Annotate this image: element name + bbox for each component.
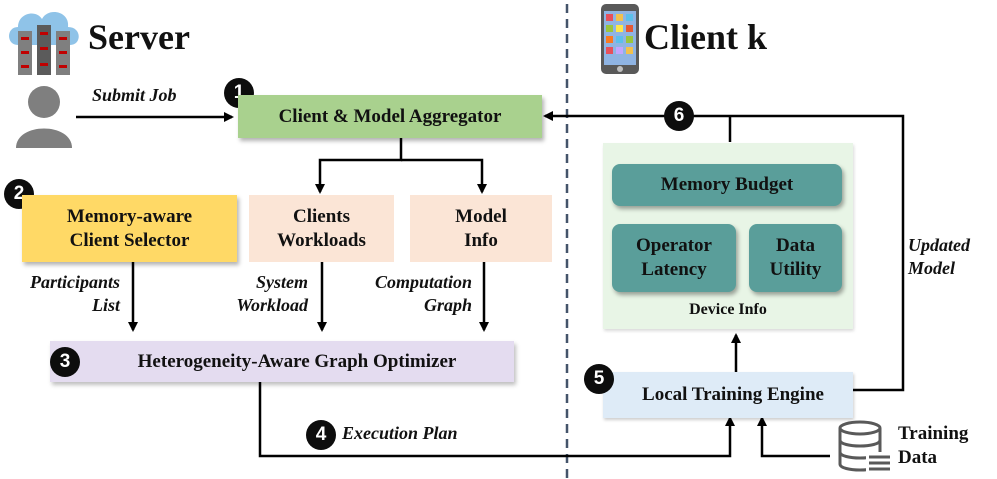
optimizer-label: Heterogeneity-Aware Graph Optimizer [137,350,457,372]
client-model-aggregator: Client & Model Aggregator [238,95,542,138]
memory-aware-client-selector: Memory-aware Client Selector [22,195,237,262]
participants-line-1: Participants [29,272,120,292]
aggregator-label: Client & Model Aggregator [278,105,502,127]
training-data-label: Training Data [898,420,994,472]
device-info-label: Device Info [689,301,767,318]
system-workload-label: System Workload [208,271,308,316]
cloud-server-icon [4,3,84,79]
training-engine-label: Local Training Engine [642,384,824,406]
submit-job-label: Submit Job [92,85,177,105]
clients-workloads: Clients Workloads [249,195,394,262]
data-utility-box: Data Utility [749,224,842,292]
system-workload-line-1: System [256,272,308,292]
data-utility-line-2: Utility [769,259,822,280]
step-4-badge: 4 [306,420,336,450]
client-title: Client k [644,17,768,57]
local-training-engine: Local Training Engine [603,372,853,418]
training-data-line-1: Training [898,423,969,445]
updated-model-line-1: Updated [908,235,970,255]
selector-line-1: Memory-aware [66,205,193,227]
user-icon [14,82,74,148]
computation-graph-line-2: Graph [423,294,472,315]
model-info-line-1: Model [455,205,507,227]
data-utility-line-1: Data [775,235,816,257]
step-3-badge: 3 [50,347,80,377]
operator-latency-line-1: Operator [636,235,712,257]
step-6-badge: 6 [664,101,694,131]
participants-list-label: Participants List [6,271,120,316]
training-data-line-2: Data [898,447,938,468]
operator-latency-line-2: Latency [641,259,707,280]
workloads-line-1: Clients [293,205,350,227]
memory-budget-box: Memory Budget [612,164,842,206]
graph-optimizer: Heterogeneity-Aware Graph Optimizer [50,341,514,382]
selector-line-2: Client Selector [69,229,190,251]
server-title: Server [88,17,190,57]
computation-graph-line-1: Computation [374,272,472,292]
operator-latency-box: Operator Latency [612,224,736,292]
participants-line-2: List [91,294,120,315]
computation-graph-label: Computation Graph [340,271,472,316]
model-info: Model Info [410,195,552,262]
memory-budget-label: Memory Budget [660,174,794,196]
workloads-line-2: Workloads [277,229,366,251]
updated-model-label: Updated Model [908,234,970,279]
model-info-line-2: Info [464,229,498,251]
execution-plan-label: Execution Plan [342,423,458,443]
database-icon [836,420,892,474]
updated-model-line-2: Model [908,257,955,278]
step-5-badge: 5 [584,364,614,394]
system-workload-line-2: Workload [236,294,308,315]
smartphone-icon [600,3,640,75]
